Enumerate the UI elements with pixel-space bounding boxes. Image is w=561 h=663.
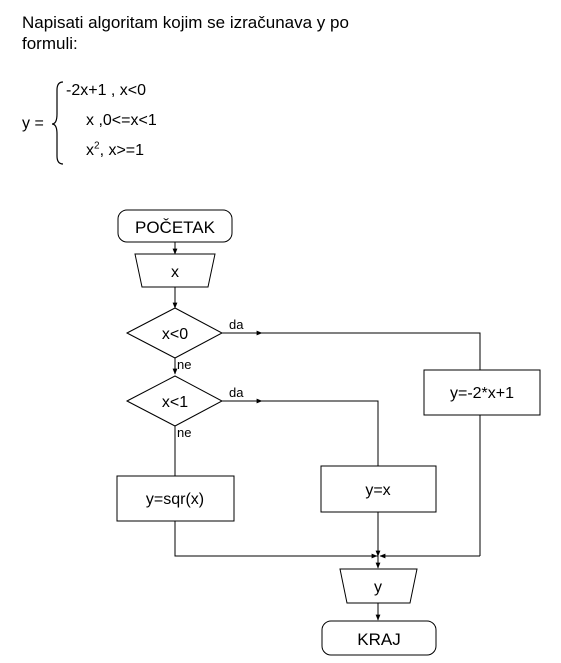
end-label: KRAJ xyxy=(357,630,400,649)
formula-case-3-base: x xyxy=(86,142,94,159)
task-statement: Napisati algoritam kojim se izračunava y… xyxy=(22,12,422,54)
task-line-2: formuli: xyxy=(22,34,78,53)
decision-1-yes-label: da xyxy=(229,317,244,332)
formula-case-1: -2x+1 , x<0 xyxy=(66,82,147,99)
formula-lhs: y = xyxy=(22,115,44,132)
process-identity-label: y=x xyxy=(365,482,390,499)
start-label: POČETAK xyxy=(135,218,216,237)
task-line-1: Napisati algoritam kojim se izračunava y… xyxy=(22,13,349,32)
decision-1 xyxy=(125,307,224,359)
input-label: x xyxy=(171,264,179,281)
decision-2-no-label: ne xyxy=(177,425,191,440)
formula-case-3-exponent: 2 xyxy=(94,140,100,152)
formula-brace xyxy=(51,81,64,165)
formula-case-3-condition: , x>=1 xyxy=(99,142,145,159)
end-terminator xyxy=(321,620,437,656)
decision-1-label: x<0 xyxy=(162,326,188,343)
edge-merge-left xyxy=(174,521,378,557)
start-terminator xyxy=(117,209,233,243)
process-identity xyxy=(320,465,437,513)
formula-case-3: x2, x>=1 xyxy=(86,140,145,160)
process-negative-label: y=-2*x+1 xyxy=(450,385,514,402)
decision-2 xyxy=(125,375,224,427)
decision-2-label: x<1 xyxy=(162,394,188,411)
edge-d2-yes xyxy=(262,400,379,466)
decision-1-no-label: ne xyxy=(177,357,191,372)
edge-d1-yes xyxy=(262,332,481,370)
input-parallelogram xyxy=(134,253,216,288)
process-square xyxy=(116,475,235,522)
output-parallelogram xyxy=(339,568,418,604)
process-negative xyxy=(423,369,541,416)
process-square-label: y=sqr(x) xyxy=(146,491,204,508)
output-label: y xyxy=(374,579,382,596)
piecewise-formula: y = -2x+1 , x<0 x ,0<=x<1 x2, x>=1 xyxy=(0,0,561,180)
decision-2-yes-label: da xyxy=(229,385,244,400)
formula-case-2: x ,0<=x<1 xyxy=(86,112,157,129)
